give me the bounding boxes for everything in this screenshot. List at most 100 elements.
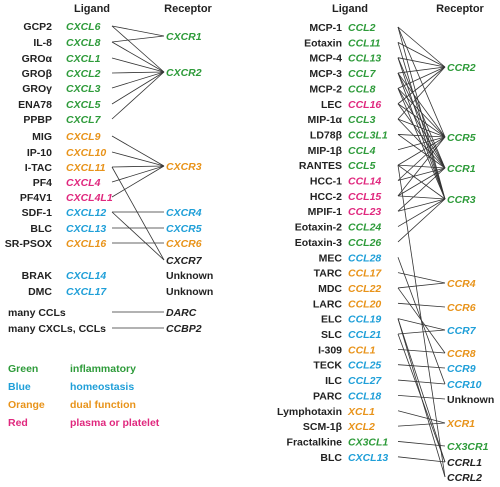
ligand-gene: XCL1 <box>347 406 375 418</box>
ligand-gene: CCL8 <box>348 83 376 95</box>
receptor-label: Unknown <box>166 270 213 282</box>
ligand-name: BLC <box>320 452 342 464</box>
ligand-name: SCM-1β <box>303 421 343 433</box>
right-receptor-header: Receptor <box>436 3 484 15</box>
connection-line <box>111 151 165 167</box>
ligand-name: BLC <box>30 223 52 235</box>
ligand-gene: CCL17 <box>348 268 382 280</box>
connection-line <box>397 198 446 212</box>
receptor-label: CCR3 <box>447 194 476 206</box>
connection-line <box>397 66 446 120</box>
receptor-label: CCR2 <box>447 62 476 74</box>
connection-line <box>111 165 165 183</box>
receptor-label: CXCR5 <box>166 223 202 235</box>
receptor-label: CXCR7 <box>166 255 203 267</box>
ligand-gene: CCL27 <box>348 375 382 387</box>
left-ligand-header: Ligand <box>74 3 110 15</box>
ligand-gene: CXCL2 <box>66 68 101 80</box>
connection-line <box>111 71 165 89</box>
legend-color-name: Green <box>8 363 38 375</box>
receptor-label: CXCR6 <box>166 238 202 250</box>
ligand-gene: CXCL14 <box>66 270 106 282</box>
ligand-gene: CXCL3 <box>66 83 101 95</box>
ligand-name: MIG <box>32 131 52 143</box>
receptor-label: CCRL1 <box>447 457 482 469</box>
connection-line <box>397 302 446 308</box>
ligand-name: SR-PSOX <box>5 238 52 250</box>
receptor-label: CX3CR1 <box>447 441 489 453</box>
receptor-label: CCR7 <box>447 325 477 337</box>
connection-line <box>397 57 446 68</box>
connection-line <box>397 66 446 105</box>
ligand-gene: CXCL16 <box>66 238 106 250</box>
ligand-gene: CCL19 <box>348 314 381 326</box>
connection-line <box>397 42 446 200</box>
connection-line <box>397 422 446 427</box>
ligand-gene: CCL25 <box>348 360 381 372</box>
ligand-name: Eotaxin <box>304 37 342 49</box>
connection-line <box>397 26 446 200</box>
ligand-gene: CXCL4 <box>66 177 101 189</box>
ligand-name: PARC <box>313 390 342 402</box>
ligand-name: PPBP <box>23 114 52 126</box>
ligand-name: MCP-4 <box>309 53 342 65</box>
connection-line <box>111 166 165 261</box>
ligand-gene: CCL7 <box>348 68 377 80</box>
left-receptor-list: CXCR1CXCR2CXCR3CXCR4CXCR5CXCR6CXCR7Unkno… <box>166 31 213 335</box>
connection-line <box>397 66 446 89</box>
ligand-gene: CXCL6 <box>66 21 101 33</box>
ligand-name: GCP2 <box>23 21 52 33</box>
ligand-name: LD78β <box>310 129 343 141</box>
ligand-gene: CXCL8 <box>66 37 101 49</box>
connection-line <box>111 71 165 120</box>
ligand-name: MIP-1α <box>308 114 343 126</box>
receptor-label: CCR6 <box>447 302 476 314</box>
ligand-gene: CXCL17 <box>66 286 107 298</box>
connection-line <box>397 164 446 200</box>
ligand-gene: CCL2 <box>348 22 376 34</box>
ligand-name: GROα <box>22 53 53 65</box>
legend-color-name: Orange <box>8 399 45 411</box>
connection-line <box>111 35 165 43</box>
ligand-name: Eotaxin-2 <box>295 222 342 234</box>
receptor-label: CCR4 <box>447 278 476 290</box>
receptor-label: CXCR3 <box>166 161 202 173</box>
ligand-gene: CCL23 <box>348 206 381 218</box>
ligand-name: MDC <box>318 283 342 295</box>
ligand-gene: CX3CL1 <box>348 436 388 448</box>
connection-line <box>397 282 446 289</box>
ligand-name: I-TAC <box>25 162 53 174</box>
connection-line <box>397 26 446 138</box>
ligand-name: MPIF-1 <box>308 206 343 218</box>
ligand-gene: CXCL1 <box>66 53 101 65</box>
ligand-name: RANTES <box>299 160 342 172</box>
connection-line <box>397 198 446 227</box>
ligand-gene: CXCL7 <box>66 114 102 126</box>
ligand-gene: CCL28 <box>348 252 381 264</box>
ligand-gene: CCL14 <box>348 176 381 188</box>
ligand-gene: CCL13 <box>348 53 381 65</box>
connection-line <box>397 164 446 169</box>
right-ligand-header: Ligand <box>332 3 368 15</box>
ligand-name: MCP-2 <box>309 83 342 95</box>
connection-line <box>111 25 165 37</box>
ligand-name: many CXCLs, CCLs <box>8 323 106 335</box>
connection-line <box>111 165 165 168</box>
connection-line <box>397 72 446 138</box>
receptor-label: CCR10 <box>447 379 482 391</box>
receptor-label: XCR1 <box>446 418 475 430</box>
ligand-gene: CCL26 <box>348 237 381 249</box>
receptor-label: CXCR1 <box>166 31 202 43</box>
ligand-gene: CXCL9 <box>66 131 101 143</box>
ligand-gene: CCL24 <box>348 222 381 234</box>
ligand-name: LARC <box>313 298 343 310</box>
ligand-name: HCC-2 <box>310 191 342 203</box>
connection-line <box>397 348 446 354</box>
connection-line <box>397 57 446 200</box>
connection-line <box>397 66 446 74</box>
connection-line <box>397 72 446 200</box>
